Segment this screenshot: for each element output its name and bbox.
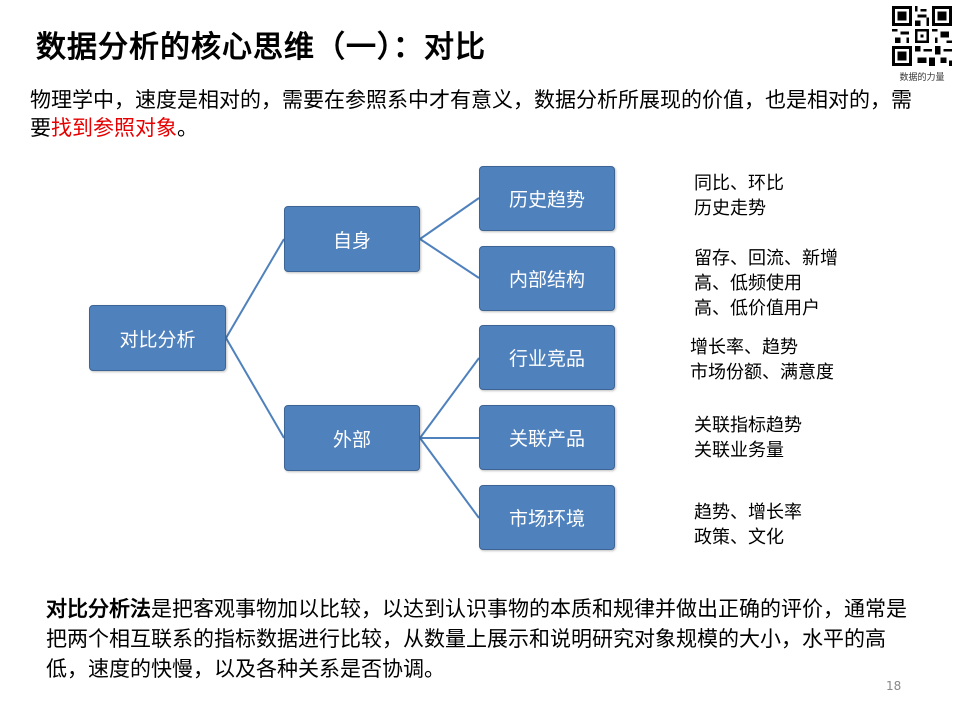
node-internal-structure: 内部结构 — [479, 246, 615, 311]
qr-caption: 数据的力量 — [899, 73, 945, 83]
note-line: 政策、文化 — [694, 527, 784, 548]
note-internal-structure: 留存、回流、新增 高、低频使用 高、低价值用户 — [694, 246, 838, 321]
page-number: 18 — [886, 679, 902, 693]
qr-code-icon — [892, 6, 952, 66]
connector-external-market — [419, 437, 480, 519]
node-self: 自身 — [284, 206, 420, 272]
node-market-environment: 市场环境 — [479, 485, 615, 550]
connector-root-self — [225, 238, 285, 339]
connector-external-competitor — [419, 357, 480, 439]
intro-highlight: 找到参照对象 — [51, 116, 177, 140]
connector-self-internal — [419, 238, 480, 279]
description-paragraph: 对比分析法是把客观事物加以比较，以达到认识事物的本质和规律并做出正确的评价，通常… — [46, 594, 926, 684]
description-term: 对比分析法 — [46, 597, 151, 621]
node-related-products: 关联产品 — [479, 405, 615, 470]
connector-self-history — [419, 197, 480, 240]
note-line: 趋势、增长率 — [694, 502, 802, 523]
intro-text-end: 。 — [177, 116, 198, 140]
note-line: 关联指标趋势 — [694, 415, 802, 436]
node-industry-competitors: 行业竞品 — [479, 325, 615, 390]
node-comparative-analysis: 对比分析 — [89, 305, 226, 371]
slide-title: 数据分析的核心思维（一）：对比 — [36, 30, 486, 65]
node-external: 外部 — [284, 405, 420, 471]
note-industry-competitors: 增长率、趋势 市场份额、满意度 — [690, 335, 834, 385]
note-line: 高、低频使用 — [694, 273, 802, 294]
note-line: 同比、环比 — [694, 173, 784, 194]
note-line: 历史走势 — [694, 198, 766, 219]
note-market-environment: 趋势、增长率 政策、文化 — [694, 500, 802, 550]
note-line: 增长率、趋势 — [690, 337, 798, 358]
description-text: 是把客观事物加以比较，以达到认识事物的本质和规律并做出正确的评价，通常是把两个相… — [46, 597, 907, 681]
intro-text: 物理学中，速度是相对的，需要在参照系中才有意义，数据分析所展现的价值，也是相对的… — [30, 88, 912, 140]
note-line: 市场份额、满意度 — [690, 362, 834, 383]
intro-paragraph: 物理学中，速度是相对的，需要在参照系中才有意义，数据分析所展现的价值，也是相对的… — [30, 86, 930, 142]
note-line: 关联业务量 — [694, 440, 784, 461]
connector-root-external — [225, 337, 285, 439]
note-line: 留存、回流、新增 — [694, 248, 838, 269]
note-line: 高、低价值用户 — [694, 298, 820, 319]
node-historical-trend: 历史趋势 — [479, 166, 615, 231]
note-historical-trend: 同比、环比 历史走势 — [694, 171, 784, 221]
note-related-products: 关联指标趋势 关联业务量 — [694, 413, 802, 463]
